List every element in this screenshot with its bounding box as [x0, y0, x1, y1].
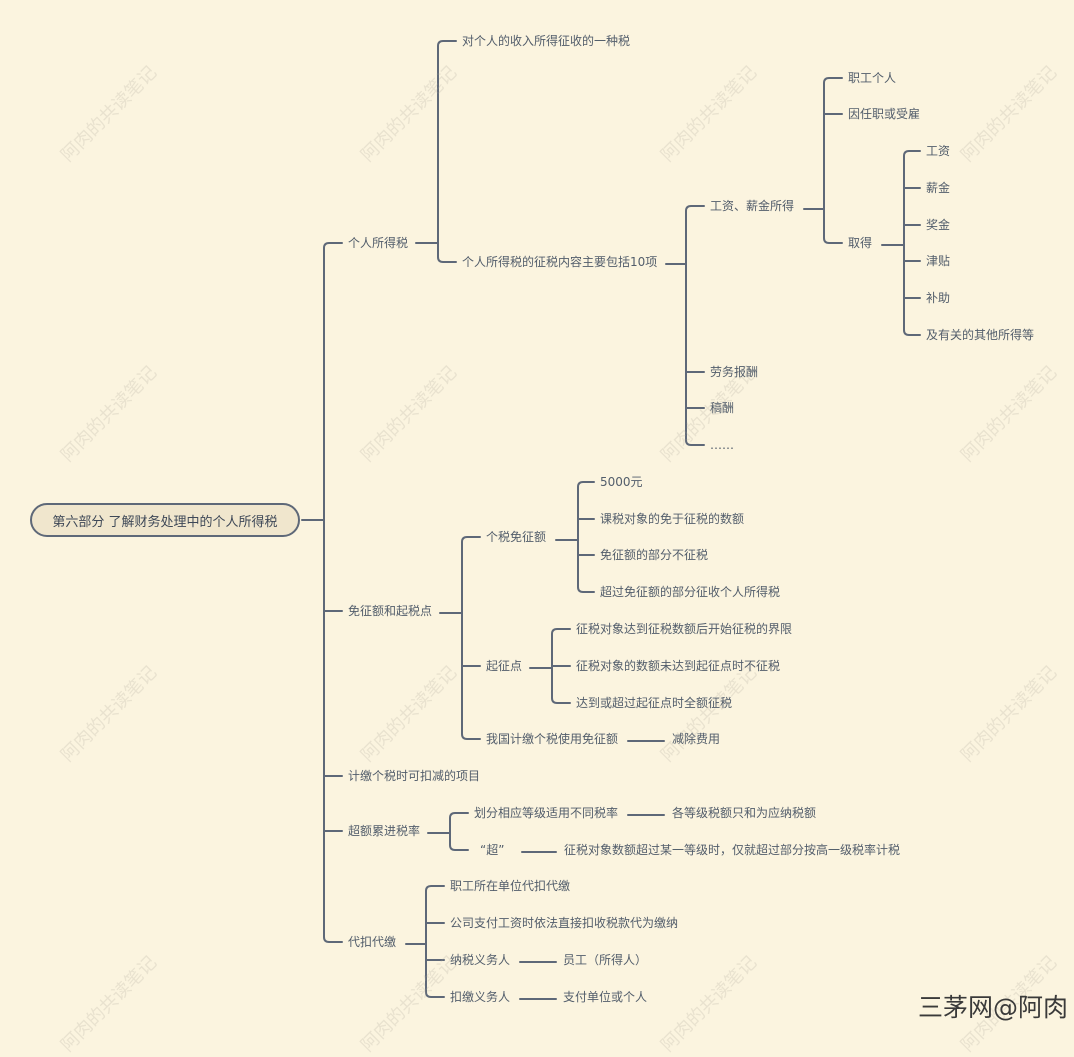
subtopic-salary[interactable]: 薪金 [926, 181, 951, 195]
topic-withholding[interactable]: 代扣代缴 [348, 935, 397, 949]
connector [577, 481, 595, 541]
subtopic-wages-income[interactable]: 工资、薪金所得 [710, 199, 795, 213]
root-topic[interactable]: 第六部分 了解财务处理中的个人所得税 [30, 503, 300, 537]
subtopic-wage[interactable]: 工资 [926, 144, 951, 158]
connector [425, 943, 445, 998]
topic-individual-income-tax[interactable]: 个人所得税 [348, 236, 409, 250]
connector [323, 242, 343, 521]
subtopic-withholding-agent[interactable]: 扣缴义务人 [450, 990, 511, 1004]
connector [551, 628, 571, 669]
subtopic-full-tax[interactable]: 达到或超过起征点时全额征税 [576, 696, 733, 710]
topic-exemption-and-threshold[interactable]: 免征额和起税点 [348, 604, 433, 618]
subtopic-sum-tax[interactable]: 各等级税额只和为应纳税额 [672, 806, 817, 820]
subtopic-taxpayer[interactable]: 纳税义务人 [450, 953, 511, 967]
connector [437, 40, 457, 244]
connector [823, 208, 843, 244]
subtopic-other-income[interactable]: 及有关的其他所得等 [926, 328, 1035, 342]
connector [461, 536, 481, 614]
connector [323, 519, 343, 943]
subtopic-rate-levels[interactable]: 划分相应等级适用不同税率 [474, 806, 619, 820]
connector [425, 885, 445, 945]
subtopic-threshold[interactable]: 起征点 [486, 659, 523, 673]
subtopic-excess[interactable]: “超” [480, 843, 505, 857]
connector [577, 539, 595, 593]
connector [823, 77, 843, 210]
subtopic-paying-unit[interactable]: 支付单位或个人 [563, 990, 648, 1004]
subtopic-employment[interactable]: 因任职或受雇 [848, 107, 921, 121]
connector [449, 832, 469, 851]
connector [685, 205, 705, 265]
subtopic-deduct-expenses[interactable]: 减除费用 [672, 732, 721, 746]
connector [903, 150, 921, 246]
subtopic-employee[interactable]: 职工个人 [848, 71, 897, 85]
connector [461, 612, 481, 740]
subtopic-royalties[interactable]: 稿酬 [710, 401, 735, 415]
subtopic-excess-explain[interactable]: 征税对象数额超过某一等级时，仅就超过部分按高一级税率计税 [564, 843, 901, 857]
subtopic-bonus[interactable]: 奖金 [926, 218, 951, 232]
brand-watermark: 三茅网@阿肉 [917, 993, 1068, 1022]
subtopic-below-threshold[interactable]: 征税对象的数额未达到起征点时不征税 [576, 659, 781, 673]
connector [903, 244, 921, 336]
subtopic-employee-earner[interactable]: 员工（所得人） [563, 953, 648, 967]
subtopic-labor-remuneration[interactable]: 劳务报酬 [710, 365, 759, 379]
connector [437, 242, 457, 263]
subtopic-tax-excess[interactable]: 超过免征额的部分征收个人所得税 [600, 585, 781, 599]
subtopic-ten-items[interactable]: 个人所得税的征税内容主要包括10项 [462, 255, 658, 269]
subtopic-more[interactable]: …… [710, 438, 734, 452]
topic-progressive-rate[interactable]: 超额累进税率 [348, 824, 421, 838]
subtopic-employer-withholds[interactable]: 职工所在单位代扣代缴 [450, 879, 571, 893]
subtopic-no-tax-part[interactable]: 免征额的部分不征税 [600, 548, 709, 562]
connector [551, 667, 571, 704]
subtopic-subsidy[interactable]: 补助 [926, 291, 951, 305]
subtopic-obtain[interactable]: 取得 [848, 236, 873, 250]
subtopic-threshold-def[interactable]: 征税对象达到征税数额后开始征税的界限 [576, 622, 793, 636]
subtopic-china-uses-exemption[interactable]: 我国计缴个税使用免征额 [486, 732, 619, 746]
subtopic-exempt-amount[interactable]: 课税对象的免于征税的数额 [600, 512, 745, 526]
subtopic-definition[interactable]: 对个人的收入所得征收的一种税 [462, 34, 631, 48]
connector [685, 263, 705, 446]
connector [449, 812, 469, 834]
topic-deductible-items[interactable]: 计缴个税时可扣减的项目 [348, 769, 481, 783]
subtopic-5000[interactable]: 5000元 [600, 475, 643, 489]
subtopic-allowance[interactable]: 津贴 [926, 254, 951, 268]
subtopic-exemption[interactable]: 个税免征额 [486, 530, 547, 544]
subtopic-company-pays[interactable]: 公司支付工资时依法直接扣收税款代为缴纳 [450, 916, 679, 930]
